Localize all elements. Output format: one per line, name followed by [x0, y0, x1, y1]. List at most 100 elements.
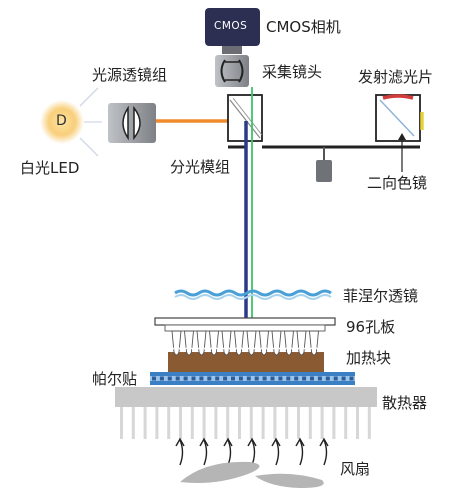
peltier-cell — [278, 376, 283, 381]
actuator-block — [316, 160, 332, 182]
heatsink-fin — [143, 407, 147, 439]
heatsink-fin — [367, 407, 371, 439]
collection-lens-icon — [215, 55, 249, 87]
peltier-cell — [215, 376, 220, 381]
heatsink-fin — [308, 407, 312, 439]
heatsink-fin — [214, 407, 218, 439]
airflow-arrow — [203, 439, 208, 466]
heatsink-fin — [285, 407, 289, 439]
plate-well — [221, 330, 232, 356]
airflow-arrowhead — [295, 437, 305, 447]
heatsink-fin — [190, 407, 194, 439]
airflow-arrow — [323, 439, 328, 466]
peltier-cell — [294, 376, 299, 381]
peltier-cell — [325, 376, 330, 381]
heatsink-fin — [261, 407, 265, 439]
plate-well — [284, 330, 294, 356]
dichroic-pointer-head — [398, 133, 406, 140]
emission-filter-label: 发射滤光片 — [358, 68, 434, 86]
fresnel-lens-shadow — [174, 294, 332, 300]
cmos-camera-label: CMOS相机 — [266, 18, 341, 36]
heat-block-cavity — [245, 346, 258, 353]
peltier-cell — [270, 376, 275, 381]
peltier-cell — [341, 376, 346, 381]
heat-block-cavity — [232, 346, 246, 353]
heatsink-fin — [273, 407, 277, 439]
plate-well — [246, 330, 257, 356]
heat-block-cavity — [182, 346, 196, 353]
airflow-arrowhead — [247, 437, 257, 447]
peltier-cell — [333, 376, 338, 381]
white-led-label: 白光LED — [20, 159, 80, 177]
heatsink-base — [115, 387, 377, 407]
peltier-cell — [183, 376, 188, 381]
fresnel-label: 菲涅尔透镜 — [343, 287, 419, 305]
peltier-cell — [238, 376, 243, 381]
plate-frame — [164, 324, 326, 332]
peltier-cell — [223, 376, 228, 381]
plate-well — [196, 330, 207, 356]
peltier-cell — [254, 376, 259, 381]
heatsink-fin — [131, 407, 135, 439]
emission-filter-module — [375, 94, 424, 142]
plate-well — [259, 330, 269, 356]
plate-top — [154, 317, 336, 326]
heatsink-fin — [297, 407, 300, 439]
heatsink-fin — [344, 407, 348, 439]
peltier-cell — [286, 376, 291, 381]
camera-mount — [222, 46, 242, 54]
heat-block-cavity — [207, 346, 221, 353]
heatsink-fin — [238, 407, 241, 439]
plate96-label: 96孔板 — [346, 318, 396, 336]
peltier-label: 帕尔贴 — [92, 370, 138, 388]
heatsink-fin — [179, 407, 182, 439]
heat-block-cavity — [170, 346, 183, 353]
airflow-arrowhead — [223, 437, 233, 447]
peltier-cell — [159, 376, 164, 381]
plate-well — [171, 330, 182, 356]
heatsink-fin — [226, 407, 230, 439]
airflow-arrow — [275, 439, 280, 466]
peltier-cell — [167, 376, 172, 381]
heat-block-cavity — [270, 346, 283, 353]
heatsink-fin — [167, 407, 171, 439]
peltier-cell — [207, 376, 212, 381]
cmos-camera-body — [205, 8, 260, 46]
peltier-cell — [231, 376, 235, 381]
heat-block-cavity — [195, 346, 208, 353]
peltier-cell — [310, 376, 314, 381]
airflow-arrowhead — [319, 437, 329, 447]
heatsink-fin — [202, 407, 206, 439]
peltier-cell — [175, 376, 180, 381]
peltier-cell — [302, 376, 307, 381]
peltier-cell — [199, 376, 204, 381]
heat-block-cavity — [307, 346, 321, 353]
collect-lens-label: 采集镜头 — [262, 63, 323, 81]
fan-icon — [180, 461, 324, 488]
heat-block-cavity — [295, 346, 308, 353]
dichroic-label: 二向色镜 — [367, 174, 428, 192]
airflow-arrow — [179, 439, 184, 466]
heatsink-fin — [356, 407, 359, 439]
peltier-cell — [262, 376, 267, 381]
light-lens-label: 光源透镜组 — [92, 66, 168, 84]
airflow-arrowhead — [271, 437, 281, 447]
peltier-cell — [191, 376, 196, 381]
airflow-arrow — [299, 439, 304, 466]
heat-block-cavity — [220, 346, 233, 353]
heatsink-fin — [155, 407, 159, 439]
peltier-cell — [349, 376, 354, 381]
plate-well — [271, 330, 282, 356]
heat-block — [168, 330, 324, 372]
peltier-layer-bottom — [150, 381, 355, 385]
plate-well — [184, 330, 194, 356]
heatsink-fin — [320, 407, 324, 439]
cmos-chip-label: CMOS — [214, 20, 248, 32]
heat-block-label: 加热块 — [346, 349, 392, 367]
plate-well — [234, 330, 244, 356]
peltier-cell — [152, 376, 156, 381]
airflow-arrowhead — [199, 437, 209, 447]
led-rays — [79, 87, 102, 157]
peltier-cell — [317, 376, 322, 381]
